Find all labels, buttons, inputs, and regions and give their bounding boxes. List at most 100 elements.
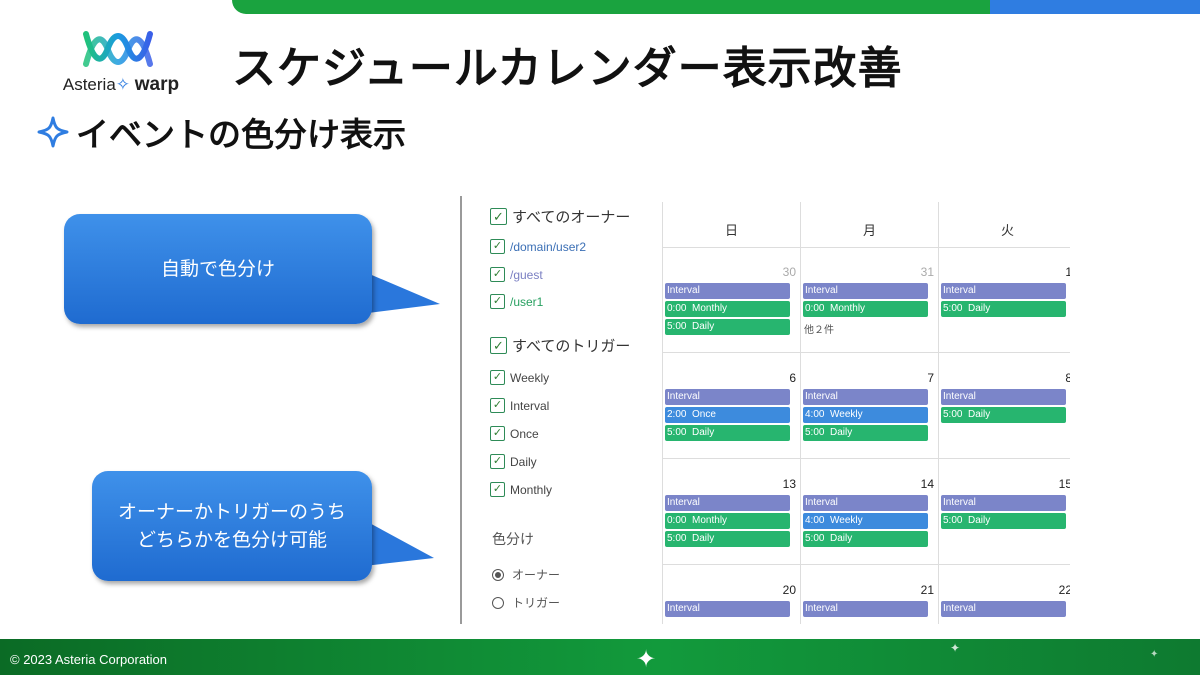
four-point-star-icon	[37, 116, 69, 148]
radio-selected-icon	[492, 568, 504, 581]
day-number: 22	[1058, 583, 1070, 597]
logo-wordmark: Asteria✧ warp	[56, 74, 186, 96]
calendar-event[interactable]: Interval	[803, 389, 928, 405]
checkbox-trigger-interval[interactable]: ✓ Interval	[490, 398, 549, 413]
sparkle-icon: ✦	[636, 645, 657, 673]
day-number: 21	[920, 583, 934, 597]
calendar-event[interactable]: Interval	[803, 495, 928, 511]
sparkle-icon: ✦	[950, 641, 961, 655]
copyright-text: © 2023 Asteria Corporation	[10, 652, 168, 667]
calendar-event[interactable]: Interval	[665, 495, 790, 511]
callout-tail-1	[360, 270, 440, 314]
calendar-day-header: 火	[938, 202, 1070, 248]
calendar-event[interactable]: 5:00 Daily	[665, 425, 790, 441]
day-number: 6	[789, 371, 796, 385]
checkbox-check-icon: ✓	[490, 370, 505, 385]
radio-color-by-trigger[interactable]: トリガー	[492, 594, 560, 611]
checkbox-all-triggers[interactable]: ✓ すべてのトリガー	[490, 335, 630, 356]
owner-label: /guest	[510, 267, 543, 282]
footer-bar: © 2023 Asteria Corporation ✦ ✦ ✦	[0, 639, 1200, 675]
radio-label: トリガー	[512, 596, 561, 610]
wave-logo-icon	[83, 31, 153, 67]
calendar-event[interactable]: 0:00 Monthly	[803, 301, 928, 317]
checkbox-owner-user1[interactable]: ✓ /user1	[490, 294, 543, 309]
calendar-event[interactable]: Interval	[803, 601, 928, 617]
callout-either-line-1: オーナーかトリガーのうち	[117, 501, 346, 523]
calendar-event[interactable]: Interval	[941, 601, 1066, 617]
calendar-event[interactable]: 5:00 Daily	[803, 531, 928, 547]
page-title: スケジュールカレンダー表示改善	[232, 43, 903, 94]
checkbox-trigger-once[interactable]: ✓ Once	[490, 426, 539, 441]
day-number: 15	[1058, 477, 1070, 491]
calendar-event[interactable]: 5:00 Daily	[665, 531, 790, 547]
calendar-event[interactable]: 4:00 Weekly	[803, 513, 928, 529]
checkbox-check-icon: ✓	[490, 454, 505, 469]
day-number: 20	[782, 583, 796, 597]
calendar-event[interactable]: Interval	[941, 495, 1066, 511]
calendar-screenshot-panel: ✓ すべてのオーナー ✓ /domain/user2 ✓ /guest ✓ /u…	[460, 196, 1070, 624]
calendar-day-header: 月	[800, 202, 938, 248]
callout-auto-color-text: 自動で色分け	[160, 258, 275, 280]
calendar-event[interactable]: Interval	[665, 601, 790, 617]
checkbox-check-icon: ✓	[490, 398, 505, 413]
callout-either-line-2: どちらかを色分け可能	[136, 529, 327, 551]
calendar-event[interactable]: 2:00 Once	[665, 407, 790, 423]
calendar-event[interactable]: Interval	[941, 389, 1066, 405]
calendar-event[interactable]: Interval	[803, 283, 928, 299]
calendar-event[interactable]: Interval	[665, 283, 790, 299]
sparkle-icon: ✧	[115, 75, 131, 94]
calendar-event[interactable]: 5:00 Daily	[941, 301, 1066, 317]
calendar-event[interactable]: 0:00 Monthly	[665, 513, 790, 529]
top-accent-bar-green	[232, 0, 992, 14]
checkbox-owner-domain-user2[interactable]: ✓ /domain/user2	[490, 239, 586, 254]
checkbox-owner-guest[interactable]: ✓ /guest	[490, 267, 543, 282]
checkbox-trigger-monthly[interactable]: ✓ Monthly	[490, 482, 552, 497]
calendar-event[interactable]: 5:00 Daily	[941, 513, 1066, 529]
filter-sidebar: ✓ すべてのオーナー ✓ /domain/user2 ✓ /guest ✓ /u…	[460, 196, 652, 624]
owner-label: /domain/user2	[510, 239, 587, 254]
checkbox-check-icon: ✓	[490, 337, 507, 354]
calendar-event[interactable]: 4:00 Weekly	[803, 407, 928, 423]
day-number: 7	[927, 371, 934, 385]
checkbox-trigger-daily[interactable]: ✓ Daily	[490, 454, 537, 469]
more-events-link[interactable]: 他２件	[804, 325, 834, 336]
checkbox-all-owners[interactable]: ✓ すべてのオーナー	[490, 206, 630, 227]
radio-unselected-icon	[492, 596, 504, 609]
calendar-event[interactable]: 0:00 Monthly	[665, 301, 790, 317]
trigger-label: Weekly	[510, 370, 550, 385]
day-number: 8	[1065, 371, 1070, 385]
checkbox-check-icon: ✓	[490, 208, 507, 225]
owner-label: /user1	[510, 294, 544, 309]
calendar-event[interactable]: 5:00 Daily	[803, 425, 928, 441]
checkbox-trigger-weekly[interactable]: ✓ Weekly	[490, 370, 549, 385]
section-heading: イベントの色分け表示	[36, 108, 406, 156]
checkbox-check-icon: ✓	[490, 482, 505, 497]
callout-either-color: オーナーかトリガーのうち どちらかを色分け可能	[92, 471, 372, 581]
checkbox-check-icon: ✓	[490, 426, 505, 441]
checkbox-all-owners-label: すべてのオーナー	[512, 209, 631, 226]
asteria-warp-logo: Asteria✧ warp	[56, 24, 186, 102]
color-by-label: 色分け	[492, 532, 534, 548]
calendar-event[interactable]: 5:00 Daily	[665, 319, 790, 335]
logo-brand: Asteria	[62, 75, 116, 94]
calendar-event[interactable]: 5:00 Daily	[941, 407, 1066, 423]
radio-color-by-owner[interactable]: オーナー	[492, 566, 560, 583]
day-number: 31	[920, 265, 934, 279]
callout-auto-color: 自動で色分け	[64, 214, 372, 324]
calendar-event[interactable]: Interval	[665, 389, 790, 405]
day-number: 1	[1065, 265, 1070, 279]
checkbox-check-icon: ✓	[490, 239, 505, 254]
calendar-event[interactable]: Interval	[941, 283, 1066, 299]
